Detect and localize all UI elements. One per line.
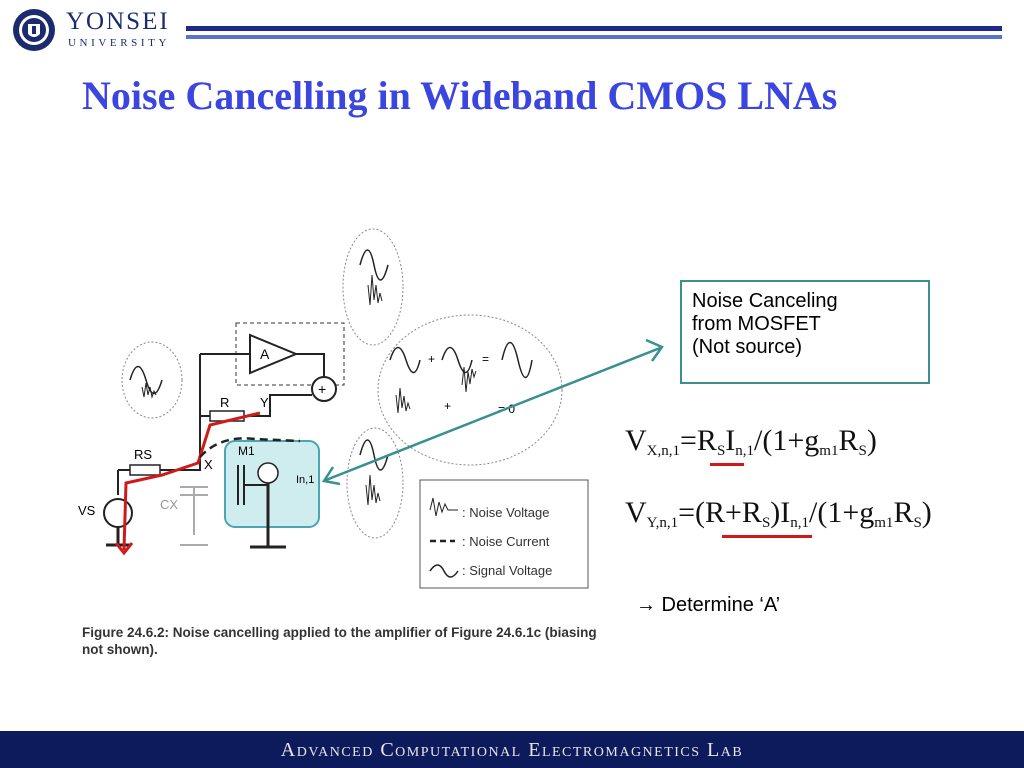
equation-vx-underline [710, 463, 744, 466]
logo-subtitle: UNIVERSITY [68, 37, 170, 49]
svg-text:In,1: In,1 [296, 474, 314, 486]
footer-lab-name: Advanced Computational Electromagnetics … [280, 739, 744, 761]
slide-title: Noise Cancelling in Wideband CMOS LNAs [82, 73, 838, 118]
noise-canceling-callout: Noise Canceling from MOSFET (Not source) [680, 280, 930, 384]
svg-text:: Signal Voltage: : Signal Voltage [462, 563, 552, 578]
svg-text:: Noise Voltage: : Noise Voltage [462, 505, 549, 520]
voltage-source [103, 498, 133, 528]
svg-text:M1: M1 [238, 444, 255, 458]
svg-text:= 0: = 0 [498, 402, 515, 416]
m1-highlight-box [224, 440, 320, 528]
yonsei-logo: YONSEI UNIVERSITY [12, 6, 182, 52]
header-rule-thick [186, 26, 1002, 31]
figure-caption: Figure 24.6.2: Noise cancelling applied … [82, 625, 597, 657]
bubble-sum-waveform [377, 314, 563, 466]
resistor-rs [129, 464, 161, 476]
svg-text:CX: CX [160, 497, 178, 512]
noise-current-path [122, 411, 261, 551]
header-rule-thin [186, 35, 1002, 39]
svg-text:+: + [318, 381, 326, 397]
svg-text:: Noise Current: : Noise Current [462, 534, 550, 549]
equation-vy: VY,n,1=(R+RS)In,1/(1+gm1RS) [625, 496, 932, 531]
amplifier-triangle [249, 333, 299, 375]
svg-text:Y: Y [260, 395, 269, 410]
svg-text:A: A [260, 346, 270, 362]
callout-line-1: Noise Canceling [692, 290, 838, 312]
figure-legend [419, 479, 589, 589]
callout-line-3: (Not source) [692, 336, 803, 358]
equation-vx: VX,n,1=RSIn,1/(1+gm1RS) [625, 424, 877, 459]
svg-text:X: X [204, 457, 213, 472]
equation-vy-underline [722, 535, 812, 538]
svg-text:R: R [220, 395, 229, 410]
svg-text:VS: VS [78, 503, 96, 518]
noise-cancelling-circuit-figure: + = + = 0 A + R Y RS X VS CX M1 In,1 : N… [78, 228, 589, 589]
svg-text:RS: RS [134, 447, 152, 462]
footer-bar: Advanced Computational Electromagnetics … [0, 731, 1024, 768]
determine-note: → Determine ‘A’ [636, 594, 781, 616]
callout-line-2: from MOSFET [692, 313, 821, 335]
svg-text:+: + [428, 352, 435, 366]
svg-text:+: + [444, 399, 451, 413]
yonsei-seal-icon [13, 9, 55, 51]
svg-text:=: = [482, 352, 489, 366]
logo-name: YONSEI [66, 8, 170, 35]
bubble-x-waveform [121, 341, 183, 419]
bubble-m1-waveform [346, 427, 404, 539]
